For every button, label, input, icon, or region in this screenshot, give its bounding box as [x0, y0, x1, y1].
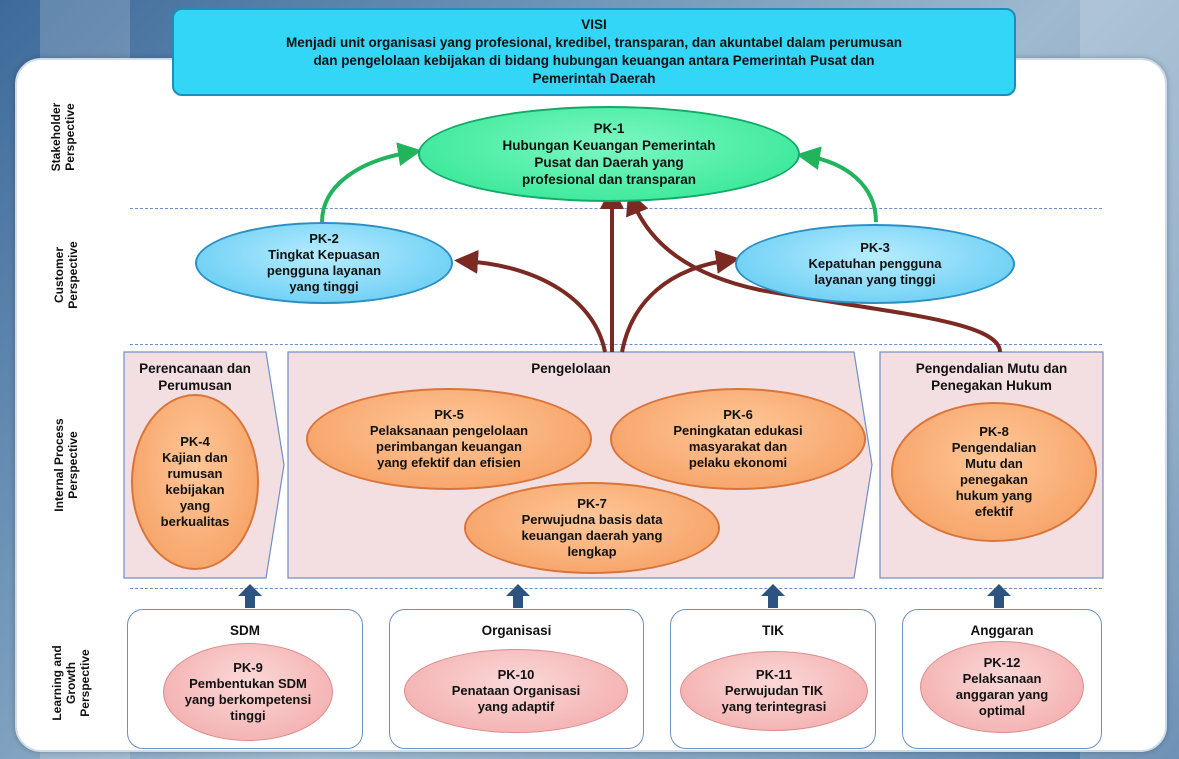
objective-text: hukum yang — [955, 488, 1033, 503]
visi-title: VISI — [581, 17, 607, 32]
visi-box: VISI Menjadi unit organisasi yang profes… — [172, 8, 1016, 96]
objective-text: yang tinggi — [289, 279, 359, 294]
up-arrow-icon — [987, 584, 1011, 608]
objective-text: kebijakan — [165, 482, 225, 497]
objective-code: PK-7 — [577, 496, 607, 511]
objective-text: Pelaksanaan — [962, 671, 1042, 686]
objective-text: pelaku ekonomi — [688, 455, 788, 470]
objective-text: tinggi — [230, 708, 266, 723]
objective-pk3: PK-3 Kepatuhan pengguna layanan yang tin… — [735, 224, 1015, 304]
up-arrow-icon — [238, 584, 262, 608]
objective-text: anggaran yang — [955, 687, 1049, 702]
objective-pk4: PK-4 Kajian dan rumusan kebijakan yang b… — [131, 394, 259, 570]
process-group-title-line: Perumusan — [158, 378, 232, 393]
objective-text: yang efektif dan efisien — [377, 455, 521, 470]
objective-code: PK-10 — [497, 667, 535, 682]
objective-code: PK-9 — [233, 660, 263, 675]
objective-code: PK-6 — [723, 407, 753, 422]
objective-pk7: PK-7 Perwujudna basis data keuangan daer… — [464, 482, 720, 574]
objective-pk8: PK-8 Pengendalian Mutu dan penegakan huk… — [891, 402, 1097, 542]
objective-text: penegakan — [960, 472, 1028, 487]
learning-box-title: Anggaran — [970, 623, 1034, 638]
objective-pk1: PK-1 Hubungan Keuangan Pemerintah Pusat … — [418, 106, 800, 202]
objective-text: Pembentukan SDM — [189, 676, 307, 691]
objective-code: PK-4 — [180, 434, 210, 449]
objective-text: pengguna layanan — [266, 263, 382, 278]
objective-text: yang berkompetensi — [184, 692, 312, 707]
objective-code: PK-2 — [309, 231, 339, 246]
objective-pk6: PK-6 Peningkatan edukasi masyarakat dan … — [610, 388, 866, 490]
objective-text: rumusan — [167, 466, 223, 481]
objective-text: perimbangan keuangan — [376, 439, 522, 454]
objective-text: Mutu dan — [965, 456, 1023, 471]
objective-text: optimal — [978, 703, 1026, 718]
up-arrow-icon — [761, 584, 785, 608]
objective-pk2: PK-2 Tingkat Kepuasan pengguna layanan y… — [195, 222, 453, 304]
objective-text: Kajian dan — [162, 450, 228, 465]
objective-text: Peningkatan edukasi — [673, 423, 803, 438]
process-group-title-line: Penegakan Hukum — [931, 378, 1052, 393]
objective-pk5: PK-5 Pelaksanaan pengelolaan perimbangan… — [306, 388, 592, 490]
process-group-title-line: Pengendalian Mutu dan — [915, 361, 1068, 376]
objective-text: Hubungan Keuangan Pemerintah — [502, 138, 716, 153]
objective-text: Kepatuhan pengguna — [808, 256, 942, 271]
visi-line: dan pengelolaan kebijakan di bidang hubu… — [313, 53, 875, 68]
perspective-divider — [130, 344, 1102, 345]
objective-text: keuangan daerah yang — [521, 528, 663, 543]
process-group-title-pengelolaan: Pengelolaan — [531, 361, 611, 376]
objective-text: yang adaptif — [477, 699, 555, 714]
up-arrow-icon — [506, 584, 530, 608]
learning-box-title: Organisasi — [481, 623, 552, 638]
objective-text: yang terintegrasi — [721, 699, 827, 714]
objective-pk10: PK-10 Penataan Organisasi yang adaptif — [404, 649, 628, 733]
objective-text: lengkap — [567, 544, 617, 559]
objective-text: Perwujudan TIK — [724, 683, 824, 698]
objective-text: masyarakat dan — [688, 439, 788, 454]
objective-text: efektif — [974, 504, 1014, 519]
learning-box-title: TIK — [762, 623, 784, 638]
process-group-title-line: Perencanaan dan — [139, 361, 251, 376]
objective-code: PK-8 — [979, 424, 1009, 439]
objective-text: berkualitas — [160, 514, 230, 529]
objective-pk12: PK-12 Pelaksanaan anggaran yang optimal — [920, 641, 1084, 733]
objective-text: Pengendalian — [951, 440, 1037, 455]
objective-text: Tingkat Kepuasan — [268, 247, 380, 262]
objective-text: profesional dan transparan — [521, 172, 697, 187]
objective-text: Perwujudna basis data — [521, 512, 663, 527]
learning-box-title: SDM — [230, 623, 260, 638]
visi-line: Pemerintah Daerah — [532, 71, 656, 86]
objective-text: Pusat dan Daerah yang — [534, 155, 684, 170]
objective-text: Pelaksanaan pengelolaan — [369, 423, 529, 438]
objective-code: PK-11 — [755, 667, 793, 682]
process-group-title-perencanaan: Perencanaan dan Perumusan — [124, 360, 266, 394]
objective-text: Penataan Organisasi — [451, 683, 581, 698]
objective-text: layanan yang tinggi — [814, 272, 936, 287]
objective-text: yang — [179, 498, 211, 513]
perspective-divider — [130, 588, 1102, 589]
objective-pk11: PK-11 Perwujudan TIK yang terintegrasi — [680, 651, 868, 731]
objective-code: PK-5 — [434, 407, 464, 422]
objective-code: PK-12 — [983, 655, 1021, 670]
objective-pk9: PK-9 Pembentukan SDM yang berkompetensi … — [163, 643, 333, 741]
visi-line: Menjadi unit organisasi yang profesional… — [286, 35, 902, 50]
process-group-title-pengendalian: Pengendalian Mutu dan Penegakan Hukum — [880, 360, 1103, 394]
objective-code: PK-1 — [593, 121, 625, 136]
objective-code: PK-3 — [860, 240, 890, 255]
